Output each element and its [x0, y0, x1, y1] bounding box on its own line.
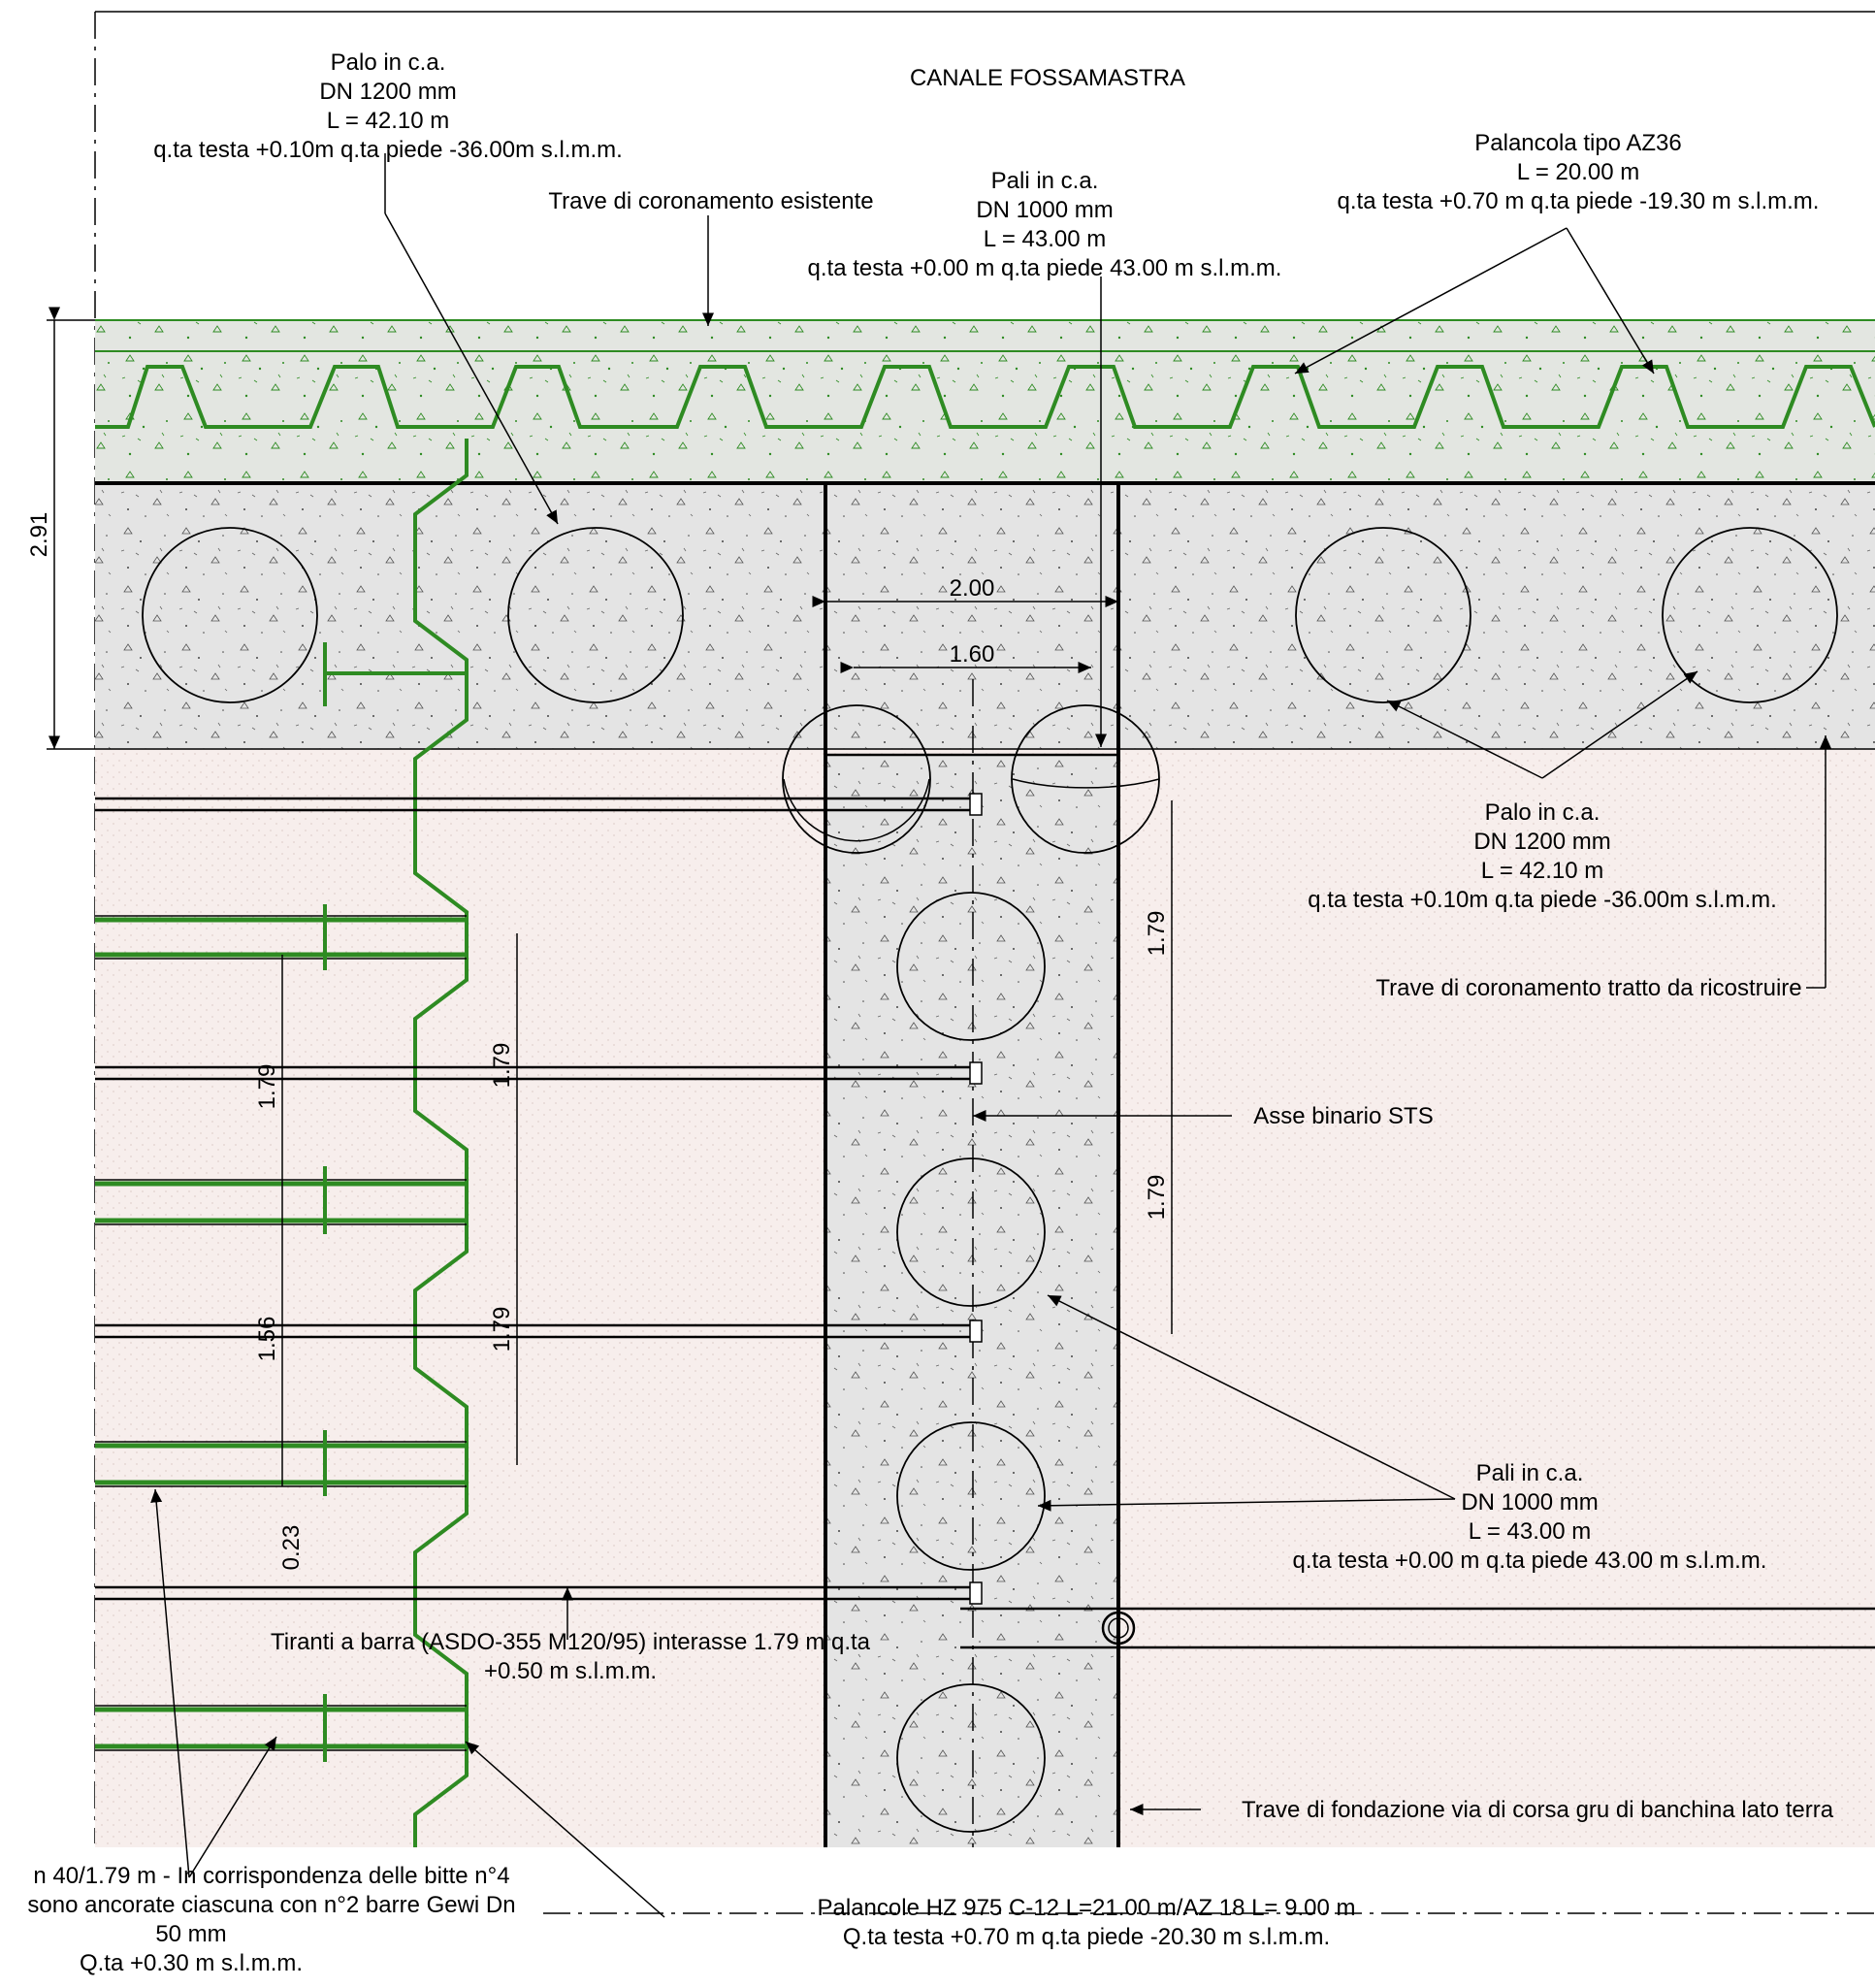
svg-text:Pali in c.a.: Pali in c.a. — [1476, 1460, 1584, 1486]
dim-right-179-b: 1.79 — [1144, 1175, 1170, 1221]
drawing-title: CANALE FOSSAMASTRA — [910, 65, 1185, 91]
pile-dn1200-2 — [507, 527, 684, 703]
dim-right-179-a: 1.79 — [1144, 911, 1170, 957]
svg-text:q.ta testa +0.10m q.ta piede -: q.ta testa +0.10m q.ta piede -36.00m s.l… — [1308, 887, 1777, 913]
svg-text:n 40/1.79 m - In corrispondenz: n 40/1.79 m - In corrispondenza delle bi… — [33, 1863, 509, 1889]
label-palo-1200-right: Palo in c.a. DN 1200 mm L = 42.10 m q.ta… — [1308, 799, 1777, 913]
dim-left-156: 1.56 — [254, 1317, 280, 1362]
svg-text:q.ta testa +0.00 m q.ta piede: q.ta testa +0.00 m q.ta piede 43.00 m s.… — [808, 255, 1282, 281]
hz-sheet-pile — [413, 439, 469, 1847]
svg-text:L = 43.00 m: L = 43.00 m — [984, 226, 1107, 252]
svg-text:Palancole HZ 975 C-12 L=21.00: Palancole HZ 975 C-12 L=21.00 m/AZ 18 L=… — [818, 1895, 1356, 1921]
az36-sheet-pile — [95, 365, 1875, 429]
dim-beam-height — [47, 307, 95, 750]
svg-text:DN 1000 mm: DN 1000 mm — [1461, 1489, 1598, 1515]
svg-text:q.ta testa +0.70 m q.ta piede: q.ta testa +0.70 m q.ta piede -19.30 m s… — [1338, 188, 1820, 214]
dim-291: 2.91 — [26, 512, 52, 558]
label-bitte: n 40/1.79 m - In corrispondenza delle bi… — [27, 1863, 515, 1976]
gewi-bars — [95, 917, 467, 1749]
svg-text:DN 1000 mm: DN 1000 mm — [976, 197, 1113, 223]
svg-text:Palo in c.a.: Palo in c.a. — [1485, 799, 1600, 826]
pile-dn1000-3 — [896, 892, 1046, 1041]
dim-left-179: 1.79 — [254, 1064, 280, 1110]
pile-dn1000-5 — [896, 1421, 1046, 1571]
svg-text:Q.ta testa +0.70 m q.ta piede: Q.ta testa +0.70 m q.ta piede -20.30 m s… — [843, 1924, 1330, 1950]
pile-dn1000-4 — [896, 1157, 1046, 1307]
label-pali-1000-top: Pali in c.a. DN 1000 mm L = 43.00 m q.ta… — [808, 168, 1282, 281]
svg-text:sono ancorate ciascuna con n°2: sono ancorate ciascuna con n°2 barre Gew… — [27, 1892, 515, 1918]
svg-text:L = 42.10 m: L = 42.10 m — [327, 108, 450, 134]
crane-foundation-beam — [825, 755, 1118, 1847]
svg-text:+0.50 m s.l.m.m.: +0.50 m s.l.m.m. — [484, 1658, 657, 1684]
label-palancola-az36: Palancola tipo AZ36 L = 20.00 m q.ta tes… — [1338, 130, 1820, 214]
label-palancole-hz: Palancole HZ 975 C-12 L=21.00 m/AZ 18 L=… — [818, 1895, 1356, 1950]
svg-text:Palancola tipo AZ36: Palancola tipo AZ36 — [1474, 130, 1681, 156]
crown-beam-to-rebuild — [95, 483, 1875, 749]
svg-text:L = 42.10 m: L = 42.10 m — [1481, 858, 1604, 884]
tie-rods — [95, 797, 973, 1601]
label-pali-1000-right: Pali in c.a. DN 1000 mm L = 43.00 m q.ta… — [1293, 1460, 1767, 1574]
pile-dn1000-6 — [896, 1683, 1046, 1833]
label-tiranti: Tiranti a barra (ASDO-355 M120/95) inter… — [271, 1629, 871, 1684]
leaders — [150, 153, 1831, 1918]
dim-left-023: 0.23 — [278, 1525, 305, 1571]
label-palo-1200-top: Palo in c.a. DN 1200 mm L = 42.10 m q.ta… — [153, 49, 623, 163]
svg-text:Palo in c.a.: Palo in c.a. — [331, 49, 446, 76]
dim-mid-179-a: 1.79 — [489, 1043, 515, 1089]
pile-dn1200-1 — [142, 527, 318, 703]
svg-text:DN 1200 mm: DN 1200 mm — [319, 79, 456, 105]
pile-dn1200-4 — [1662, 527, 1838, 703]
existing-crown-beam — [95, 320, 1875, 483]
svg-text:Q.ta +0.30 m s.l.m.m.: Q.ta +0.30 m s.l.m.m. — [80, 1950, 303, 1976]
dim-160: 1.60 — [950, 641, 995, 668]
label-trave-ricostruire: Trave di coronamento tratto da ricostrui… — [1375, 975, 1801, 1001]
svg-text:Pali in c.a.: Pali in c.a. — [991, 168, 1099, 194]
dim-200: 2.00 — [950, 575, 995, 602]
pile-dn1000-1 — [782, 704, 931, 854]
svg-text:q.ta testa +0.10m q.ta piede -: q.ta testa +0.10m q.ta piede -36.00m s.l… — [153, 137, 623, 163]
svg-text:50 mm: 50 mm — [155, 1921, 226, 1947]
svg-text:DN 1200 mm: DN 1200 mm — [1473, 829, 1610, 855]
label-trave-fondazione: Trave di fondazione via di corsa gru di … — [1242, 1797, 1834, 1823]
svg-text:Tiranti a barra (ASDO-355 M120: Tiranti a barra (ASDO-355 M120/95) inter… — [271, 1629, 871, 1655]
svg-text:q.ta testa +0.00 m q.ta piede: q.ta testa +0.00 m q.ta piede 43.00 m s.… — [1293, 1548, 1767, 1574]
svg-text:L = 20.00 m: L = 20.00 m — [1517, 159, 1640, 185]
svg-text:L = 43.00 m: L = 43.00 m — [1469, 1518, 1592, 1545]
label-asse-binario: Asse binario STS — [1253, 1103, 1433, 1129]
label-trave-esistente: Trave di coronamento esistente — [548, 188, 873, 214]
dim-mid-179-b: 1.79 — [489, 1307, 515, 1352]
pile-dn1200-3 — [1295, 527, 1471, 703]
